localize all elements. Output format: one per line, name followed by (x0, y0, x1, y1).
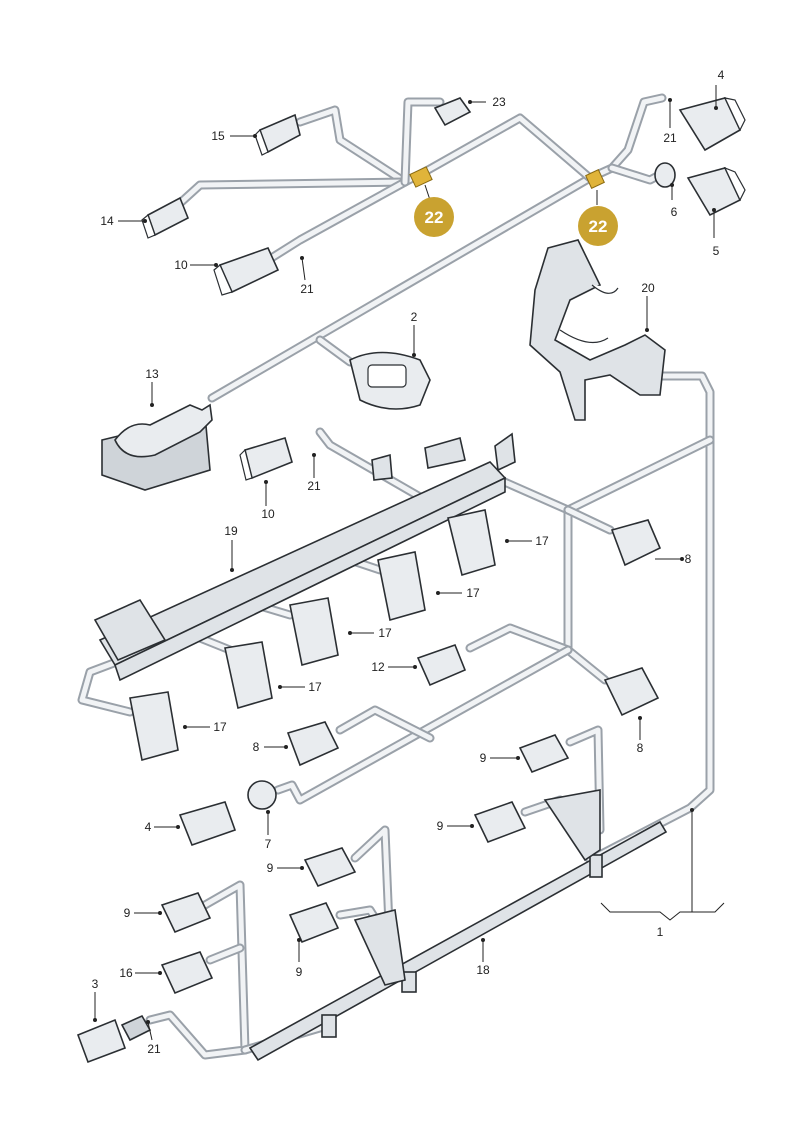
connector-10-middle (239, 437, 293, 481)
callout-6: 6 (671, 205, 678, 219)
connector-17-d (224, 641, 273, 710)
callout-9-a: 9 (480, 751, 487, 765)
lower-cable-channel (248, 789, 668, 1062)
component-2-connector (349, 351, 431, 410)
connector-17-c (289, 597, 339, 667)
badge-22-right-text: 22 (589, 217, 608, 236)
callout-1: 1 (657, 925, 664, 939)
connector-8-upper (610, 519, 662, 567)
component-13-bottle (101, 403, 213, 491)
connector-9-b (473, 801, 527, 844)
connector-17-e (129, 691, 179, 762)
badge-22-left: 22 (414, 197, 454, 237)
connector-9-c (303, 847, 357, 888)
clip-22-left (409, 166, 433, 188)
badge-22-right: 22 (578, 206, 618, 246)
callout-9-d: 9 (124, 906, 131, 920)
callout-3: 3 (92, 977, 99, 991)
callout-20: 20 (641, 281, 655, 295)
callout-14: 14 (100, 214, 114, 228)
callout-21-middle: 21 (307, 479, 321, 493)
connector-8-left (286, 721, 340, 767)
callout-5: 5 (713, 244, 720, 258)
callout-23: 23 (492, 95, 506, 109)
callout-21-upper: 21 (300, 282, 314, 296)
callout-7: 7 (265, 837, 272, 851)
clip-22-right (585, 169, 605, 189)
connector-9-d (160, 892, 212, 934)
connector-14 (141, 196, 190, 239)
callout-17-d: 17 (308, 680, 322, 694)
callout-17-e: 17 (213, 720, 227, 734)
connector-17-a (447, 509, 496, 577)
callout-17-c: 17 (378, 626, 392, 640)
callout-21-top-right: 21 (663, 131, 677, 145)
connector-23 (433, 97, 472, 127)
callout-4-top: 4 (718, 68, 725, 82)
connector-12 (416, 643, 467, 687)
callout-21-lower: 21 (147, 1042, 161, 1056)
connector-3 (76, 1014, 152, 1064)
callout-19: 19 (224, 524, 238, 538)
badge-22-left-text: 22 (425, 208, 444, 227)
main-cable-channel (93, 432, 516, 682)
callout-4-lower: 4 (145, 820, 152, 834)
bracket-20 (529, 239, 666, 421)
connector-17-b (377, 551, 426, 622)
callout-labels: 4 21 6 5 23 15 14 10 21 2 13 20 10 21 19… (92, 68, 725, 1056)
callout-12: 12 (371, 660, 385, 674)
callout-8-upper: 8 (685, 552, 692, 566)
callout-9-e: 9 (296, 965, 303, 979)
callout-10-middle: 10 (261, 507, 275, 521)
connector-6 (654, 162, 676, 188)
connector-15 (254, 113, 301, 156)
connector-10-upper (213, 247, 280, 296)
callout-15: 15 (211, 129, 225, 143)
callout-9-c: 9 (267, 861, 274, 875)
callout-9-b: 9 (437, 819, 444, 833)
callout-2: 2 (411, 310, 418, 324)
callout-17-a: 17 (535, 534, 549, 548)
connector-8-right (603, 667, 660, 717)
leader-lines (93, 85, 725, 1041)
callout-13: 13 (145, 367, 159, 381)
callout-8-right: 8 (637, 741, 644, 755)
callout-17-b: 17 (466, 586, 480, 600)
callout-16: 16 (119, 966, 133, 980)
connector-9-e (288, 902, 340, 944)
callout-18: 18 (476, 963, 490, 977)
connector-5 (686, 166, 746, 217)
callout-10-upper: 10 (174, 258, 188, 272)
connector-4-upper (678, 97, 746, 152)
callout-8-left: 8 (253, 740, 260, 754)
connector-16 (160, 951, 214, 995)
connector-9-a (518, 734, 570, 774)
connector-4-lower (178, 780, 277, 847)
